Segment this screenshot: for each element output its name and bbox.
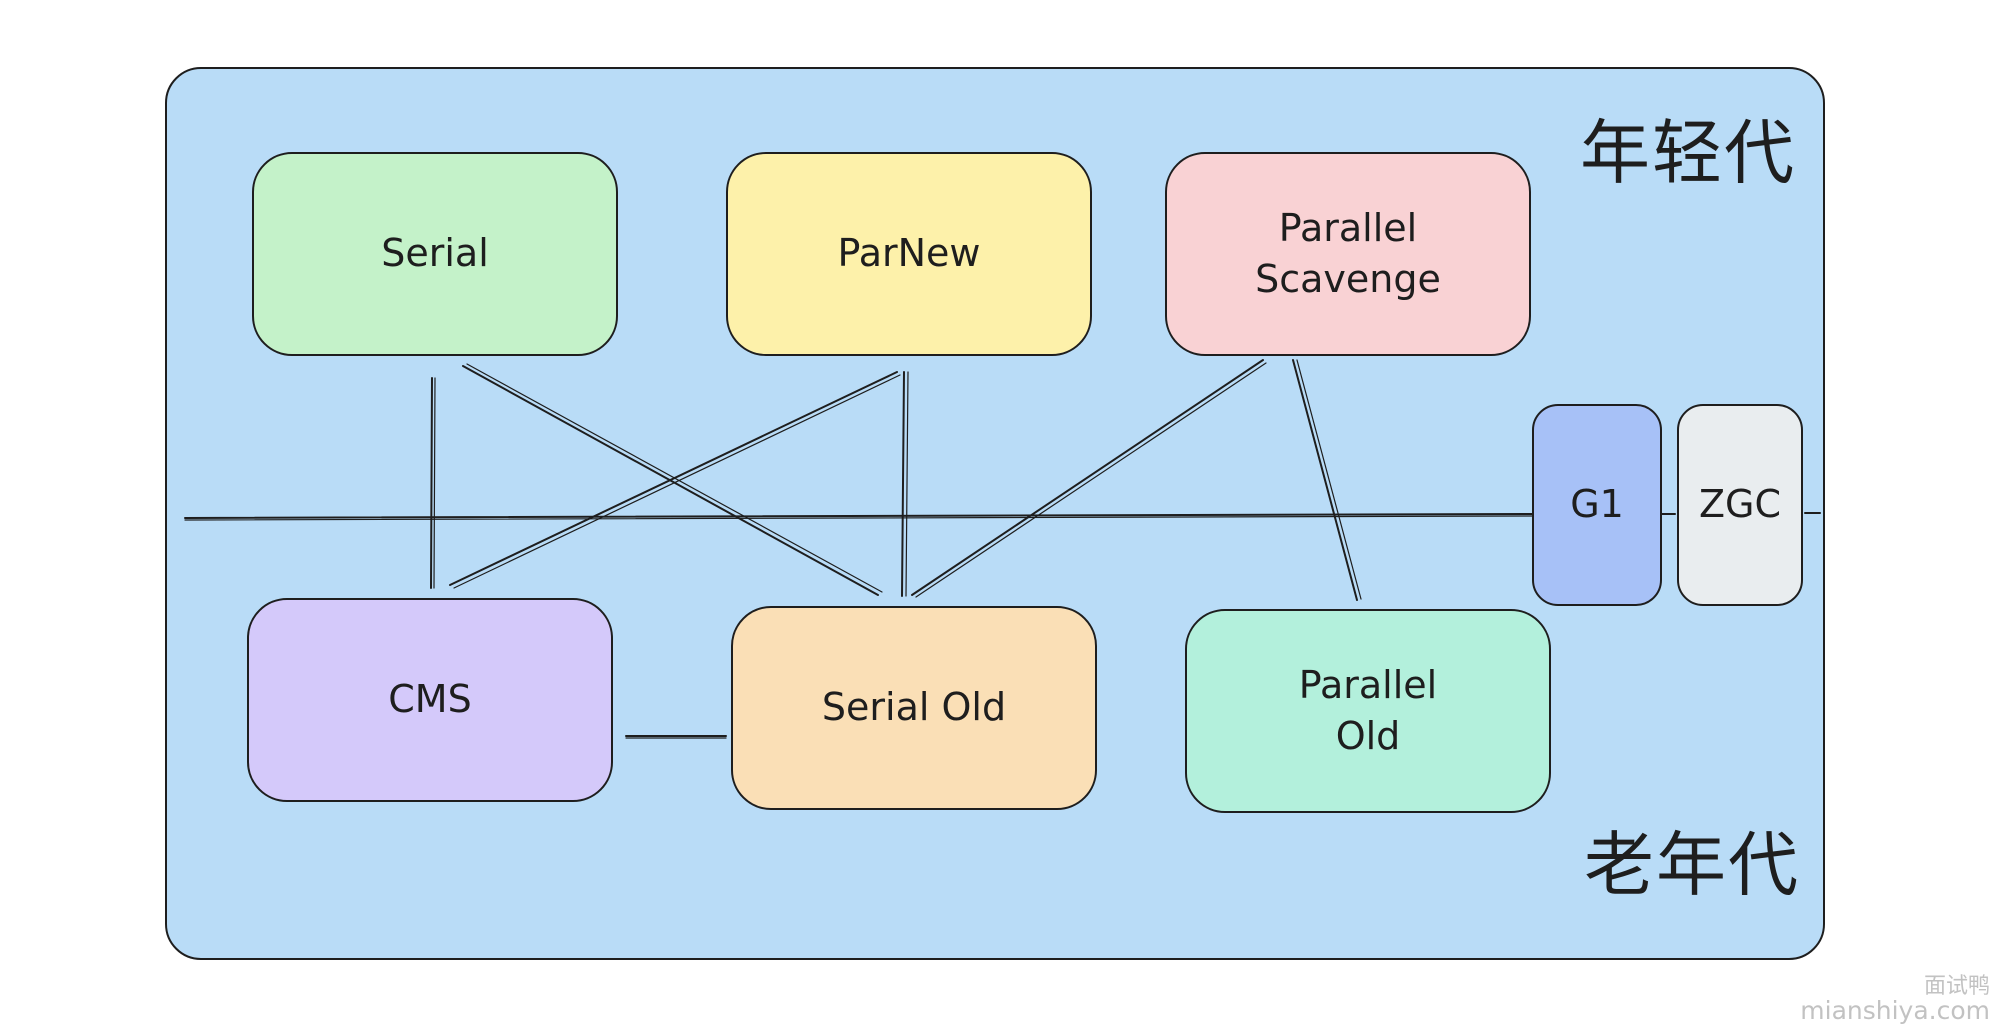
watermark-url: mianshiya.com: [1800, 996, 1990, 1025]
watermark-site-name: 面试鸭: [1923, 974, 1990, 999]
old-generation-label: 老年代: [1584, 824, 1800, 906]
link-parnew-cms: [449, 371, 901, 589]
node-g1: G1: [1532, 404, 1662, 606]
generation-divider-sketch: [184, 515, 1536, 521]
node-parallel-old: Parallel Old: [1185, 609, 1551, 813]
link-serial-cms: [430, 377, 436, 589]
link-cms-serial-old: [625, 735, 727, 739]
young-generation-label: 年轻代: [1580, 112, 1796, 194]
generation-divider: [184, 513, 1536, 519]
link-parallel-scavenge-parallel-old: [1292, 359, 1362, 601]
node-cms: CMS: [247, 598, 613, 802]
node-serial-old-label: Serial Old: [821, 685, 1007, 730]
node-zgc: ZGC: [1677, 404, 1803, 606]
link-parallel-scavenge-serial-old: [911, 359, 1267, 598]
node-serial-old: Serial Old: [731, 606, 1097, 810]
node-serial-label: Serial: [381, 231, 489, 276]
node-parallel-scavenge-label: Parallel Scavenge: [1255, 205, 1441, 301]
node-g1-label: G1: [1570, 482, 1624, 527]
node-cms-label: CMS: [388, 677, 472, 722]
node-parnew-label: ParNew: [837, 231, 981, 276]
node-serial: Serial: [252, 152, 618, 356]
node-zgc-label: ZGC: [1698, 482, 1781, 527]
node-parallel-old-label: Parallel Old: [1298, 662, 1438, 758]
node-parnew: ParNew: [726, 152, 1092, 356]
link-parnew-serial-old: [901, 371, 909, 597]
node-parallel-scavenge: Parallel Scavenge: [1165, 152, 1531, 356]
